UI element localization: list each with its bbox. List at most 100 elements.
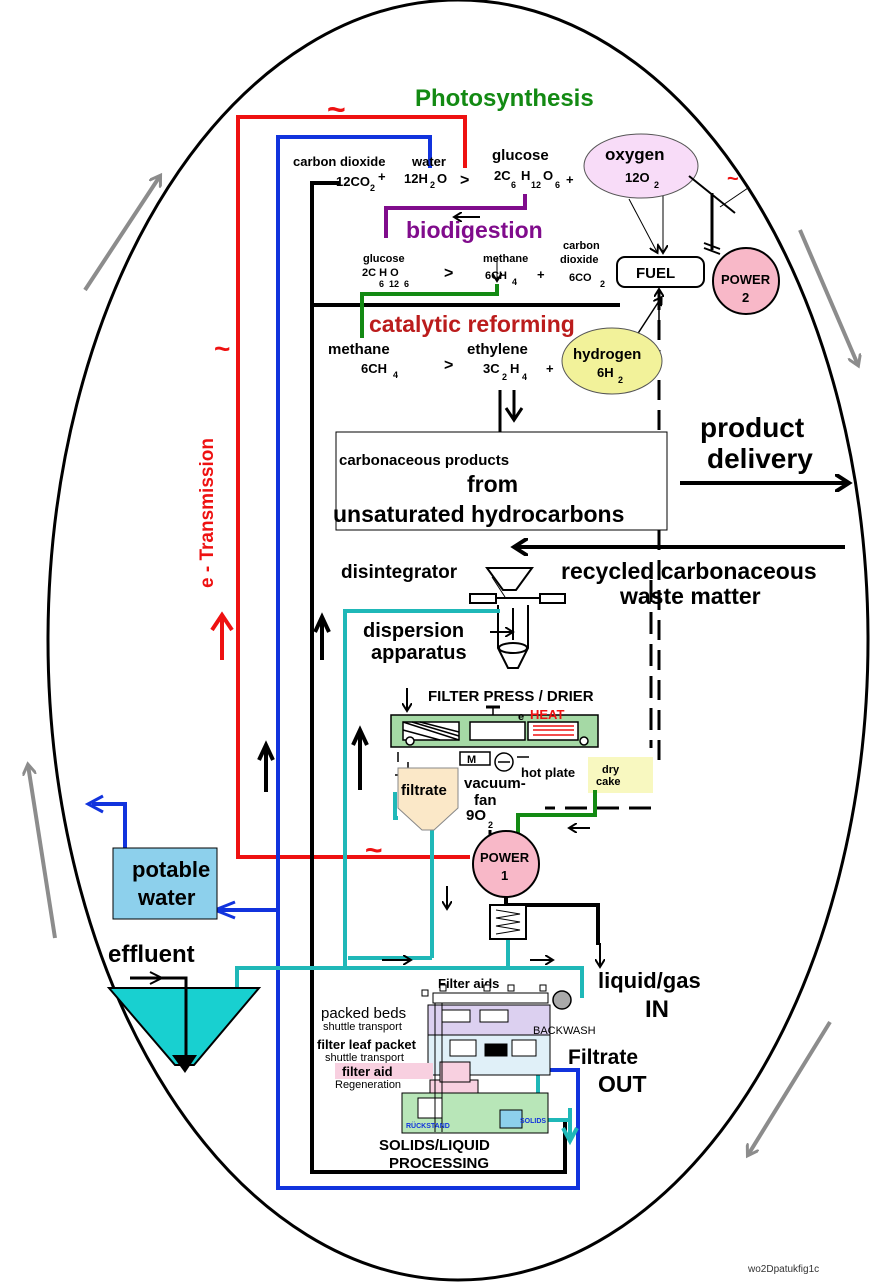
power2-connectors (628, 175, 749, 267)
o2-sub: 2 (488, 820, 493, 830)
products-box: carbonaceous products from unsaturated h… (333, 431, 668, 531)
methane-formula: 6CH (485, 270, 507, 282)
tilde-icon: ~ (214, 333, 230, 364)
recycled-line-1: recycled carbonaceous (561, 558, 817, 584)
black-return-line (257, 181, 620, 1174)
co2-label: carbon dioxide (293, 154, 385, 169)
filtrate-out-label-1: Filtrate (568, 1046, 638, 1069)
methane-formula: 6CH (361, 361, 387, 376)
water-sub: 2 (430, 180, 435, 190)
processing-unit (401, 984, 572, 1134)
hydrogen-formula: 6H (597, 365, 614, 380)
cycle-arrow-icon (798, 229, 858, 365)
reaction-arrow: > (444, 265, 453, 282)
glucose-sub-6b: 6 (555, 180, 560, 190)
filter-aid-highlight (335, 1063, 433, 1079)
plus-sign: + (566, 172, 574, 187)
liquid-gas-label-1: liquid/gas (598, 968, 701, 993)
biodigestion-title: biodigestion (406, 217, 543, 243)
fuel-label: FUEL (636, 265, 675, 282)
shuttle-transport-label: shuttle transport (325, 1052, 404, 1064)
cycle-arrow-icon (748, 1020, 832, 1155)
product-delivery-line-1: product (700, 412, 804, 443)
filter-leaf-label: filter leaf packet (317, 1037, 417, 1052)
water-formula: 12H (404, 171, 428, 186)
dispersion-line-1: dispersion (363, 620, 464, 642)
coil-icon (489, 904, 527, 940)
water-o: O (437, 171, 447, 186)
packed-beds-label: packed beds (321, 1005, 406, 1022)
dry-cake-node: dry cake (588, 757, 653, 793)
transmission-line (210, 115, 470, 859)
plus-sign: + (537, 267, 545, 282)
biodigestion-line (384, 194, 527, 238)
hydrogen-sub: 2 (618, 375, 623, 385)
o2-formula: 9O (466, 807, 486, 824)
co2-sub: 2 (600, 279, 605, 289)
vacuum-fan-label-1: vacuum- (464, 775, 526, 792)
dry-cake-label-1: dry (602, 764, 620, 776)
e-heat-label: HEAT (530, 707, 564, 722)
shuttle-transport-label: shuttle transport (323, 1021, 402, 1033)
products-line-3: unsaturated hydrocarbons (333, 501, 624, 527)
e-heat-e: e (518, 711, 524, 723)
oxygen-label: oxygen (605, 145, 665, 164)
glucose-formula: 2C H O (362, 267, 399, 279)
ethylene-down-arrows (498, 390, 524, 432)
glucose-formula-c: 2C (494, 168, 511, 183)
ethylene-sub-2: 2 (502, 372, 507, 382)
liquid-gas-label-2: IN (645, 996, 669, 1023)
oxygen-node: oxygen 12O 2 (583, 133, 699, 199)
cycle-arrows (28, 176, 858, 1155)
glucose-label: glucose (492, 147, 549, 164)
cycle-arrow-icon (28, 765, 57, 939)
effluent-label: effluent (108, 941, 195, 968)
reaction-arrow: > (460, 172, 469, 189)
power1-num: 1 (501, 868, 508, 883)
processing-title-1: SOLIDS/LIQUID (379, 1137, 490, 1154)
filter-press-title: FILTER PRESS / DRIER (428, 688, 594, 705)
glucose-subs: 6 12 6 (379, 279, 409, 289)
reaction-arrow: > (444, 357, 453, 374)
cycle-arrow-icon (83, 176, 160, 292)
power1-label: POWER (480, 850, 530, 865)
transmission-label: e - Transmission (197, 438, 218, 588)
coil-line (504, 897, 600, 945)
power1-node: POWER 1 (472, 830, 540, 898)
filtrate-out-label-2: OUT (598, 1071, 647, 1097)
reforming-title: catalytic reforming (369, 311, 575, 337)
co2-sub: 2 (370, 183, 375, 193)
methane-label: methane (328, 341, 390, 358)
potable-label-2: water (137, 885, 196, 910)
glucose-label: glucose (363, 253, 405, 265)
ethylene-label: ethylene (467, 341, 528, 358)
plus-sign: + (378, 169, 386, 184)
glucose-sub-12: 12 (531, 180, 541, 190)
methane-sub: 4 (512, 277, 517, 287)
hydrogen-label: hydrogen (573, 346, 641, 363)
potable-water-node: potable water (112, 847, 218, 920)
ruckstand-label: RÜCKSTAND (406, 1121, 450, 1130)
tilde-icon: ~ (327, 91, 346, 127)
hot-plate-label: hot plate (521, 765, 575, 780)
filter-press-unit (390, 705, 599, 762)
figure-id: wo2Dpatukfig1c (747, 1264, 819, 1275)
dispersion-vessel (490, 605, 529, 669)
disintegrator-label: disintegrator (341, 562, 458, 583)
dispersion-line-2: apparatus (371, 642, 467, 664)
water-line (84, 135, 580, 1190)
ethylene-sub-4: 4 (522, 372, 527, 382)
oxygen-sub: 2 (654, 180, 659, 190)
power2-num: 2 (742, 290, 749, 305)
reforming-line (360, 284, 499, 338)
filtrate-label: filtrate (401, 782, 447, 799)
products-line-1: carbonaceous products (339, 452, 509, 469)
oxygen-formula: 12O (625, 170, 650, 185)
glucose-formula-o: O (543, 168, 553, 183)
vacuum-fan-label-2: fan (474, 792, 497, 809)
water-label: water (411, 154, 446, 169)
power2-node: POWER 2 (712, 247, 780, 315)
filtrate-node: filtrate (397, 767, 459, 831)
ethylene-formula-h: H (510, 361, 519, 376)
